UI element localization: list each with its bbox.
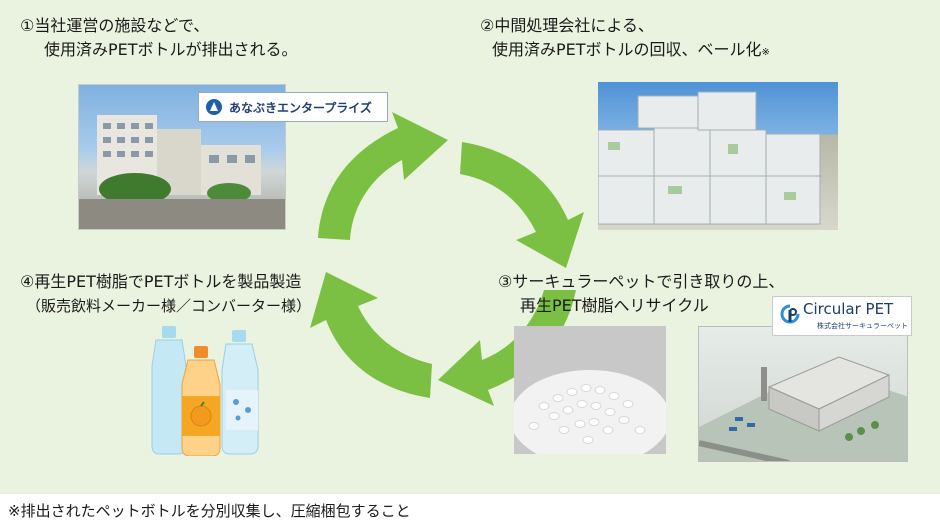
arrow-step2-to-step3 — [460, 142, 584, 268]
pet-bales-photo — [598, 82, 838, 230]
step2-line2: 使用済みPETボトルの回収、ベール化 — [492, 40, 762, 59]
circular-pet-logo: Circular PET 株式会社サーキュラーペット — [772, 296, 912, 336]
arrow-step3-to-step4 — [438, 290, 576, 406]
circular-pet-mark-icon — [780, 304, 800, 324]
recycled-pellets-photo — [514, 326, 666, 454]
step3-line2: 再生PET樹脂へリサイクル — [520, 296, 709, 315]
step4-line1: ④再生PET樹脂でPETボトルを製品製造 — [20, 272, 302, 291]
step1-label: ①当社運営の施設などで、 使用済みPETボトルが排出される。 — [20, 14, 298, 62]
anabuki-logo-text: あなぶきエンタープライズ — [229, 100, 372, 115]
step4-label: ④再生PET樹脂でPETボトルを製品製造 （販売飲料メーカー様／コンバーター様） — [20, 270, 311, 318]
office-building-photo — [78, 84, 286, 230]
bottles-illustration — [151, 326, 259, 456]
arrow-step4-to-step1 — [310, 272, 432, 398]
recycling-cycle-arrows — [310, 112, 584, 406]
step1-line1: ①当社運営の施設などで、 — [20, 16, 210, 35]
step3-label: ③サーキュラーペットで引き取りの上、 再生PET樹脂へリサイクル — [498, 270, 784, 318]
step4-line2: （販売飲料メーカー様／コンバーター様） — [26, 297, 312, 315]
step1-line2: 使用済みPETボトルが排出される。 — [44, 40, 298, 59]
step2-label: ②中間処理会社による、 使用済みPETボトルの回収、ベール化※ — [480, 14, 770, 65]
footnote: ※排出されたペットボトルを分別収集し、圧縮梱包すること — [8, 502, 411, 520]
anabuki-logo: あなぶきエンタープライズ — [198, 92, 388, 122]
step2-line1: ②中間処理会社による、 — [480, 16, 654, 35]
circular-pet-logo-text: Circular PET — [803, 300, 894, 318]
step3-line1: ③サーキュラーペットで引き取りの上、 — [498, 272, 785, 291]
recycling-plant-rendering — [698, 326, 908, 462]
anabuki-mark-icon — [206, 99, 222, 115]
arrow-step1-to-step2 — [318, 112, 448, 240]
circular-pet-logo-subtext: 株式会社サーキュラーペット — [817, 322, 908, 330]
step2-note-mark: ※ — [761, 47, 770, 58]
